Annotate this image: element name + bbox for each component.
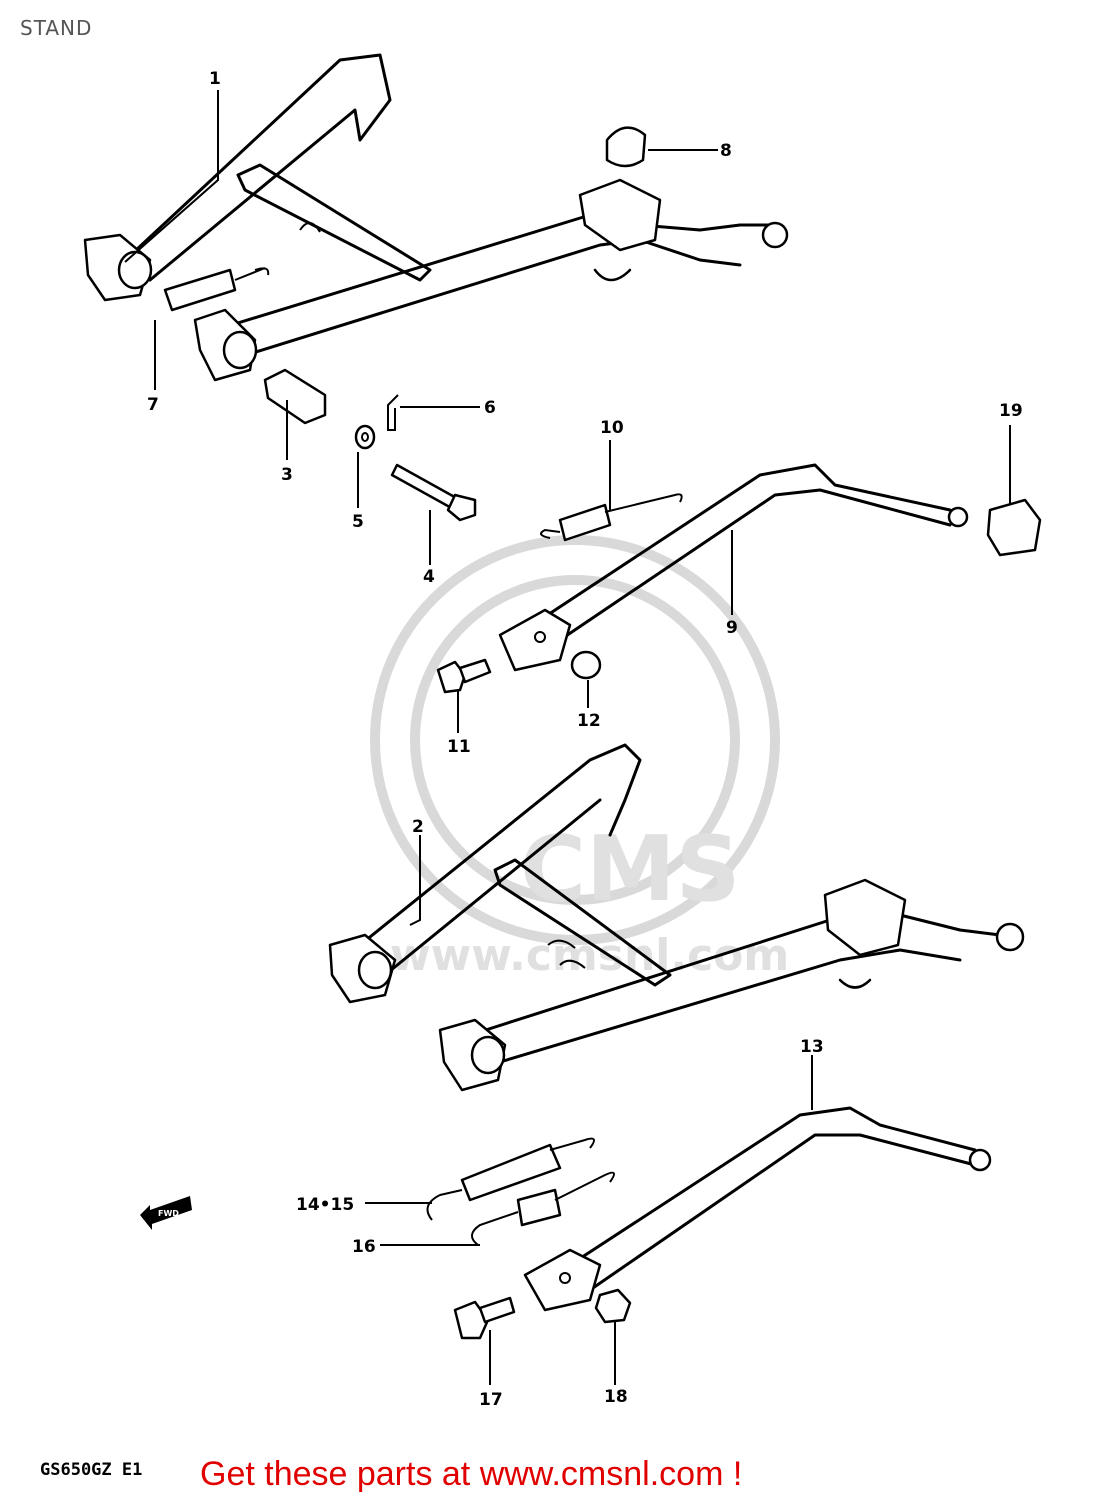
callout-5: 5 [352, 512, 364, 532]
side-stand-nut [570, 650, 602, 680]
stopper-rubber [605, 126, 647, 168]
side-stand-lower [523, 1106, 992, 1312]
washer [354, 424, 376, 450]
callout-6: 6 [484, 398, 496, 418]
callout-3: 3 [281, 465, 293, 485]
side-stand-rubber [986, 498, 1042, 557]
page-title: STAND [20, 16, 93, 40]
side-stand-bolt [436, 658, 492, 694]
pivot-bolt [390, 463, 477, 522]
main-stand-middle [328, 743, 1025, 1092]
callout-18: 18 [604, 1387, 628, 1407]
callout-4: 4 [423, 567, 435, 587]
callout-1: 1 [209, 69, 221, 89]
callout-labels: 1 2 3 4 5 6 7 8 9 10 11 12 13 14•15 16 1… [147, 69, 1023, 1410]
buy-parts-link[interactable]: Get these parts at www.cmsnl.com ! [200, 1455, 743, 1493]
callout-17: 17 [479, 1390, 503, 1410]
callout-2: 2 [412, 817, 424, 837]
callout-14-15: 14•15 [296, 1195, 354, 1215]
side-stand [498, 463, 969, 672]
callout-8: 8 [720, 141, 732, 161]
springs-lower [426, 1137, 615, 1246]
diagram-code: GS650GZ E1 [40, 1460, 143, 1480]
fwd-label: FWD [158, 1209, 179, 1218]
watermark-brand: CMS [520, 817, 740, 922]
callout-9: 9 [726, 618, 738, 638]
main-stand-top [83, 53, 789, 382]
watermark-url: www.cmsnl.com [390, 930, 789, 981]
callout-16: 16 [352, 1237, 376, 1257]
fwd-marker: FWD [140, 1196, 192, 1230]
spring-side-stand [540, 493, 683, 542]
callout-19: 19 [999, 401, 1023, 421]
lower-bolt [453, 1296, 516, 1340]
cotter-pin [387, 394, 399, 431]
callout-11: 11 [447, 737, 471, 757]
leader-lines [124, 90, 1011, 1385]
callout-7: 7 [147, 395, 159, 415]
collar [263, 368, 327, 425]
callout-10: 10 [600, 418, 624, 438]
lower-nut [594, 1288, 632, 1324]
callout-12: 12 [577, 711, 601, 731]
watermark-logo: CMS www.cmsnl.com [370, 535, 789, 981]
callout-13: 13 [800, 1037, 824, 1057]
